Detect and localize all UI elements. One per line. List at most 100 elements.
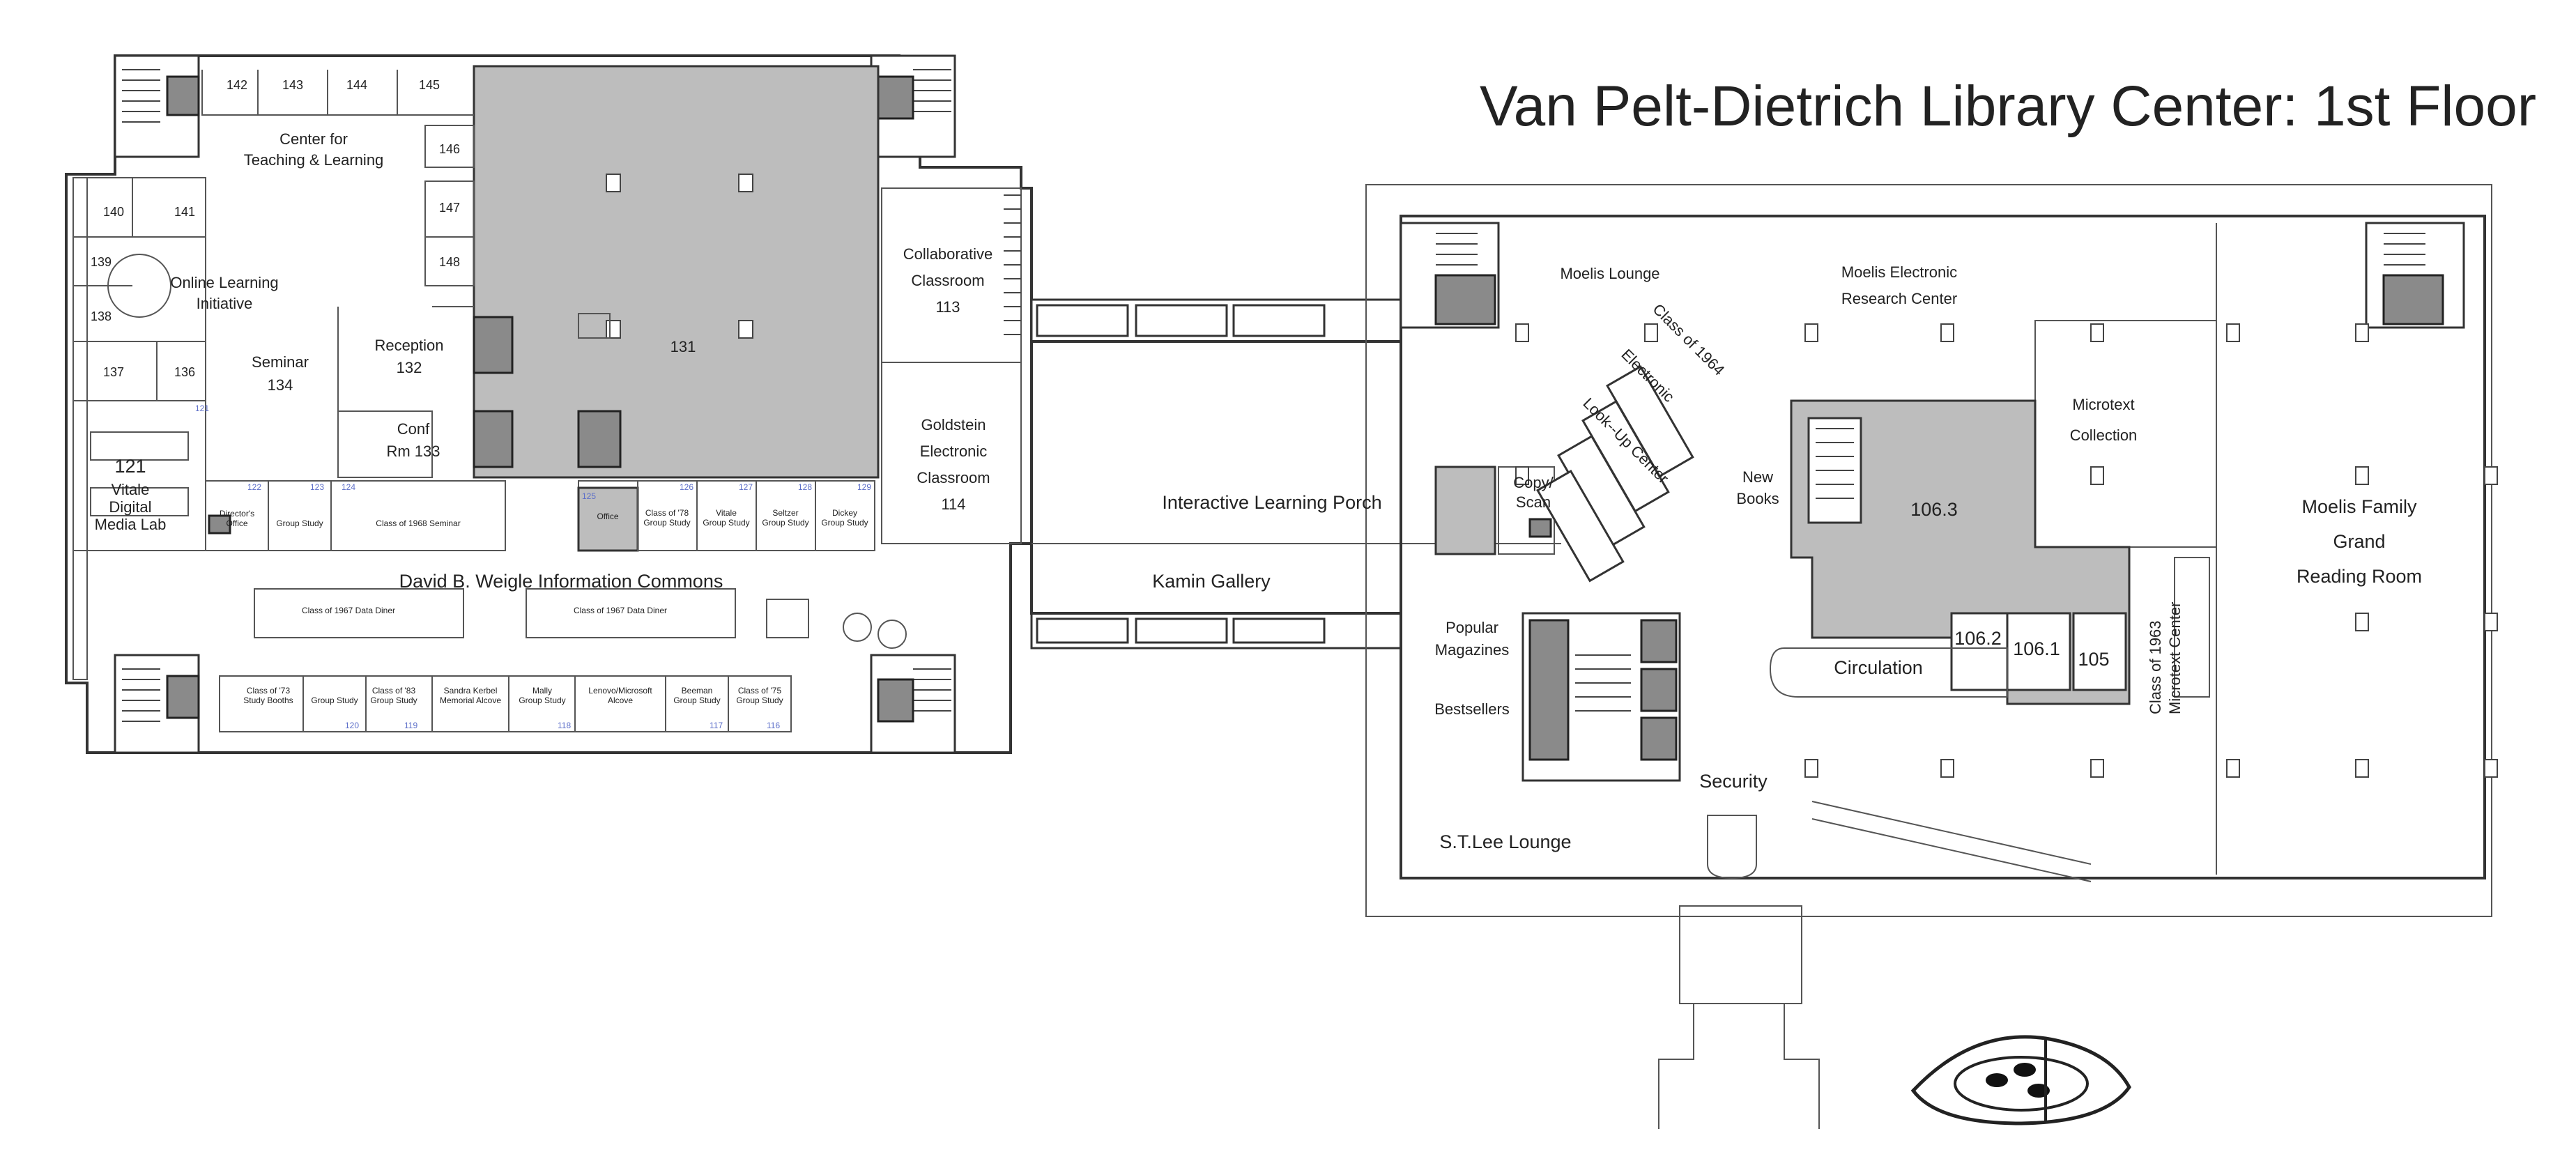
room-139-label: 139 [91,255,112,269]
circulation-label: Circulation [1834,657,1923,678]
room-num-126: 126 [680,482,693,492]
goldstein-label-2: Electronic [920,443,988,460]
class-1963-label-2: Microtext Center [2166,602,2184,714]
class-1968-seminar-label: Class of 1968 Seminar [376,518,460,528]
reception-label-2: 132 [397,359,422,376]
room-num-128: 128 [798,482,812,492]
reception-label-1: Reception [374,337,443,354]
room-136-label: 136 [174,365,195,379]
collab-label-1: Collaborative [903,245,992,263]
room-num-121: 121 [195,404,209,413]
moelis-erc-label-1: Moelis Electronic [1841,263,1957,281]
room-106-2 [1950,612,2009,691]
goldstein-label-1: Goldstein [921,416,986,433]
vitale-label-2: Vitale [112,481,150,498]
bestsellers-label: Bestsellers [1434,700,1510,718]
class-83-label-2: Group Study [370,696,417,705]
circulation-desk [1769,647,2008,698]
conf-room-label-2: Rm 133 [386,443,440,460]
class-73-label-1: Class of '73 [247,686,291,696]
goldstein-label-4: 114 [941,495,965,513]
room-143-label: 143 [282,78,303,92]
south-vestibule [1679,905,1802,1004]
directors-office-label-1: Director's [220,509,254,518]
beeman-label-1: Beeman [682,686,713,696]
elevator-se [877,678,914,723]
group-study-label: Group Study [276,518,323,528]
class-83-label-1: Class of '83 [372,686,416,696]
data-diner-label-2: Class of 1967 Data Diner [574,606,667,615]
moelis-family-label-1: Moelis Family [2301,496,2417,517]
moelis-erc-label-2: Research Center [1841,290,1957,307]
room-num-127: 127 [739,482,753,492]
elevator-131-c [577,410,622,468]
east-wing-outline [1365,184,2492,917]
vitale-label-4: Media Lab [95,516,167,533]
room-num-118: 118 [558,721,571,730]
vitale-gs-label-1: Vitale [716,508,737,518]
east-wing [1365,184,2498,1129]
dickey-label-1: Dickey [832,508,857,518]
room-num-117: 117 [710,721,723,730]
room-105 [2072,612,2127,691]
moelis-family-label-2: Grand [2333,531,2385,552]
class-73-label-2: Study Booths [243,696,293,705]
kerbel-label-1: Sandra Kerbel [444,686,498,696]
room-1062-label: 106.2 [1954,628,2002,649]
room-num-125: 125 [582,491,596,501]
popular-magazines-label-1: Popular [1446,619,1498,636]
room-131-label: 131 [670,338,696,355]
conf-room-label-1: Conf [397,420,430,438]
class-75-label-2: Group Study [736,696,783,705]
popular-magazines-label-2: Magazines [1435,641,1509,659]
elevator-sw [166,675,200,719]
center-teaching-label-1: Center for [279,130,348,148]
room-num-124: 124 [342,482,355,492]
moelis-family-label-3: Reading Room [2297,566,2422,587]
room-131 [473,65,880,479]
seminar-label-1: Seminar [252,353,309,371]
class-78-label-1: Class of '78 [645,508,689,518]
map-title: Van Pelt-Dietrich Library Center: 1st Fl… [1480,75,2536,138]
collab-label-3: 113 [935,298,960,316]
room-140-label: 140 [103,205,124,219]
new-books-label-2: Books [1736,490,1779,507]
goldstein-classroom [881,362,1022,544]
lenovo-label-1: Lenovo/Microsoft [588,686,652,696]
room-141-label: 141 [174,205,195,219]
office-label: Office [597,512,618,521]
room-148-label: 148 [439,255,460,269]
beeman-label-2: Group Study [673,696,720,705]
room-147-label: 147 [439,201,460,215]
class-75-label-1: Class of '75 [738,686,782,696]
elevator-131-a [473,316,514,374]
room-num-123: 123 [310,482,324,492]
room-num-119: 119 [404,721,417,730]
room-144-label: 144 [346,78,367,92]
elevator-nw [166,75,200,116]
vitale-label-1: 121 [114,456,146,477]
sculpture-icon [1910,1035,2131,1125]
room-138-label: 138 [91,309,112,323]
room-labels: 142 143 144 145 146 147 148 140 141 139 … [91,78,2422,852]
new-books-label-1: New [1742,468,1773,486]
vitale-label-3: Digital [109,498,151,516]
copy-scan-room [1434,466,1496,555]
stlee-lounge-label: S.T.Lee Lounge [1439,831,1571,852]
weigle-commons-label: David B. Weigle Information Commons [399,571,723,592]
connector-wing [1030,298,1561,650]
room-142-label: 142 [227,78,247,92]
room-1061-label: 106.1 [2013,638,2060,659]
microtext-label-2: Collection [2070,427,2138,444]
data-diner-label-1: Class of 1967 Data Diner [302,606,395,615]
security-label: Security [1699,771,1768,792]
directors-office-label-2: Office [226,518,247,528]
room-145-label: 145 [419,78,440,92]
online-learning-label-2: Initiative [197,295,253,312]
room-num-129: 129 [857,482,871,492]
room-num-116: 116 [767,721,780,730]
mally-label-1: Mally [532,686,552,696]
vitale-gs-label-2: Group Study [703,518,749,528]
class-78-label-2: Group Study [643,518,690,528]
security-gate [1707,815,1757,879]
